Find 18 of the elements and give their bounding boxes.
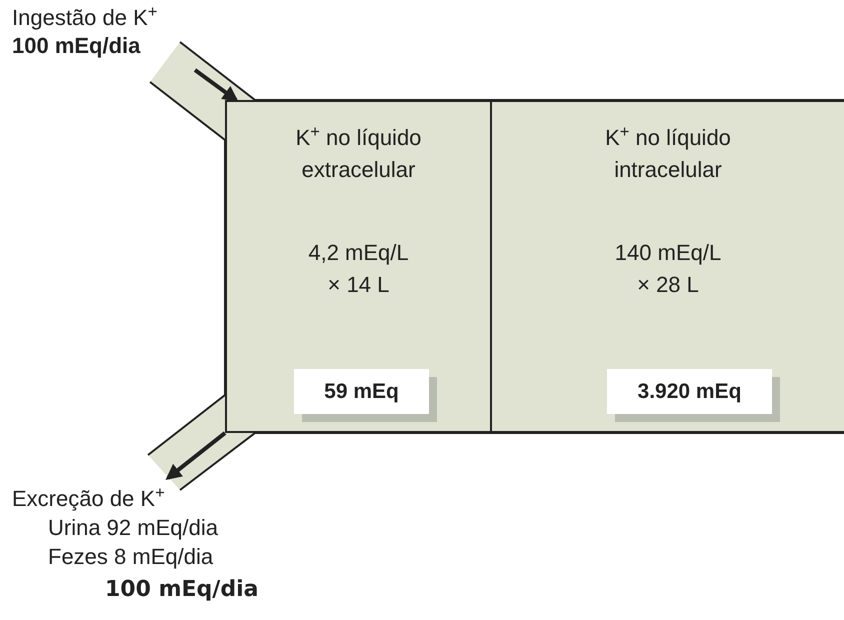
flow-arrow [194, 68, 239, 102]
compartment-heading: K$^{+}$ no líquido extracelular [294, 122, 422, 184]
concentration-volume: 4,2 mEq/L × 14 L [307, 239, 410, 299]
compartment-heading: K$^{+}$ no líquido intracelular [604, 122, 732, 184]
compartment-panel [225, 100, 490, 433]
excretion-item: Urina 92 mEq/dia [48, 514, 219, 542]
excretion-heading: Excreção de K$^{+}$ [12, 484, 166, 513]
flow-arrow [166, 431, 226, 480]
total-label-card [294, 369, 429, 414]
total-amount: 59 mEq [324, 378, 399, 405]
excretion-total: 100 mEq/dia [105, 576, 260, 604]
excretion-item: Fezes 8 mEq/dia [48, 543, 214, 571]
intake-heading: Ingestão de K$^{+}$ [12, 4, 158, 32]
concentration-volume: 140 mEq/L × 28 L [614, 239, 722, 299]
compartment-panel [490, 100, 844, 433]
total-label-card [607, 369, 772, 414]
total-amount: 3.920 mEq [638, 378, 742, 405]
intake-amount: 100 mEq/dia [12, 32, 142, 60]
